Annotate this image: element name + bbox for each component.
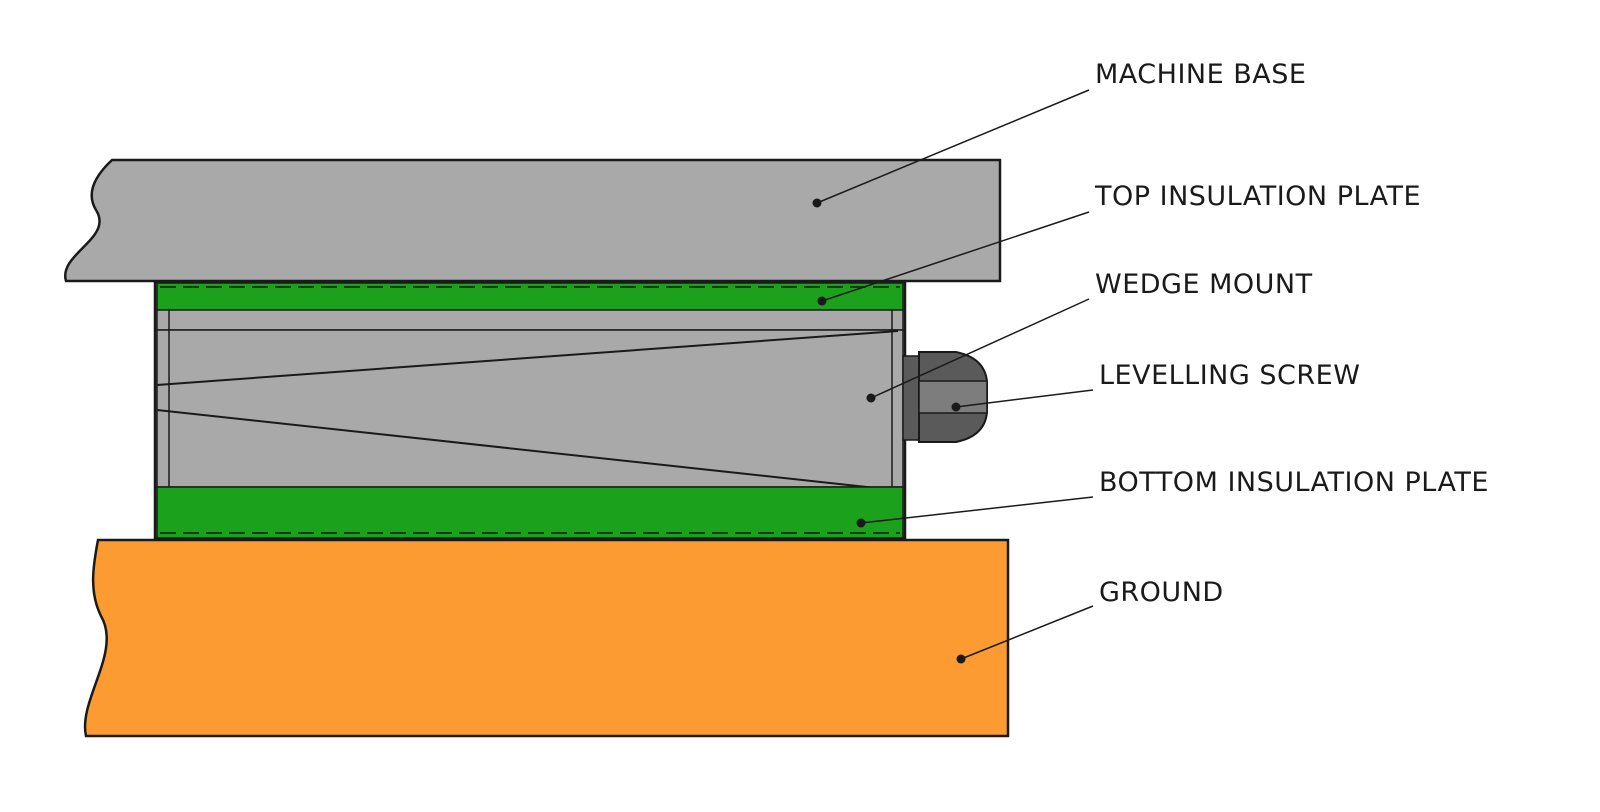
ground-shape: [83, 538, 1010, 738]
leader-levelling-screw: [955, 389, 1094, 408]
label-bottom-insulation-plate: BOTTOM INSULATION PLATE: [1099, 467, 1489, 498]
label-ground: GROUND: [1099, 577, 1224, 608]
wedge-top-plate-shape: [156, 309, 904, 331]
wedge-diagonal-lower: [156, 409, 877, 489]
dot-machine-base: [812, 198, 822, 208]
dot-levelling-screw: [951, 402, 961, 412]
machine-base-shape: [64, 158, 1002, 283]
bottom-insulation-shape: [156, 486, 904, 539]
leader-bottom-insulation: [860, 496, 1094, 524]
wedge-diagonal-upper: [156, 330, 899, 386]
dot-ground: [956, 654, 966, 664]
leader-machine-base: [816, 89, 1090, 204]
label-machine-base: MACHINE BASE: [1095, 59, 1307, 90]
leader-ground: [960, 605, 1094, 660]
leader-dots: [812, 198, 966, 664]
leader-top-insulation: [821, 211, 1090, 302]
levelling-screw-collar: [902, 355, 920, 441]
wedge-body-shape: [156, 329, 904, 488]
dot-top-insulation: [817, 296, 827, 306]
dot-bottom-insulation: [856, 518, 866, 528]
leader-wedge-mount: [870, 298, 1090, 399]
label-levelling-screw: LEVELLING SCREW: [1099, 360, 1361, 391]
dot-wedge-mount: [866, 393, 876, 403]
leader-lines: [816, 89, 1094, 660]
label-wedge-mount: WEDGE MOUNT: [1095, 269, 1313, 300]
label-top-insulation-plate: TOP INSULATION PLATE: [1095, 181, 1422, 212]
